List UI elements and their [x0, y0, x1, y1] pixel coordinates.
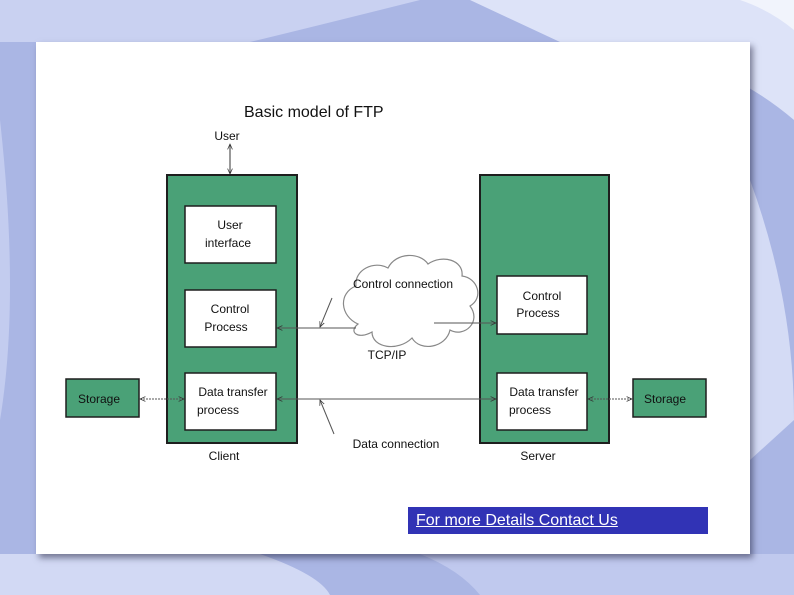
client-user-interface-box: [184, 205, 277, 264]
tcpip-label: TCP/IP: [368, 348, 407, 362]
storage-right-box: [632, 378, 707, 418]
server-data-transfer-box: [496, 372, 588, 431]
storage-left-label: Storage: [78, 392, 120, 406]
server-dtp-line2: process: [509, 403, 551, 417]
server-dtp-line1: Data transfer: [509, 385, 578, 399]
slide-panel: Basic model of FTP User Client User inte…: [36, 42, 750, 554]
contact-box: For more Details Contact Us: [408, 507, 708, 534]
client-cp-line1: Control: [211, 302, 250, 316]
storage-right-label: Storage: [644, 392, 686, 406]
client-ui-line2: interface: [205, 236, 251, 250]
server-control-process-box: [496, 275, 588, 335]
client-dtp-line2: process: [197, 403, 239, 417]
data-connection-pointer: [320, 400, 335, 435]
tcpip-cloud: [342, 254, 479, 348]
client-ui-line1: User: [217, 218, 242, 232]
control-connection-pointer: [320, 297, 333, 327]
ftp-diagram: User Client User interface Control Proce…: [58, 128, 714, 468]
control-connection-label: Control connection: [353, 277, 453, 291]
storage-left-box: [65, 378, 140, 418]
slide-title: Basic model of FTP: [244, 104, 384, 121]
server-cp-line2: Process: [516, 306, 559, 320]
client-label: Client: [209, 449, 240, 463]
user-label: User: [214, 129, 239, 143]
client-cp-line2: Process: [204, 320, 247, 334]
data-connection-label: Data connection: [353, 437, 440, 451]
client-control-process-box: [184, 289, 277, 348]
client-data-transfer-box: [184, 372, 277, 431]
server-cp-line1: Control: [523, 289, 562, 303]
ftp-diagram-svg: User Client User interface Control Proce…: [65, 129, 707, 463]
contact-us-link[interactable]: For more Details Contact Us: [416, 511, 618, 529]
client-dtp-line1: Data transfer: [198, 385, 267, 399]
server-label: Server: [520, 449, 555, 463]
